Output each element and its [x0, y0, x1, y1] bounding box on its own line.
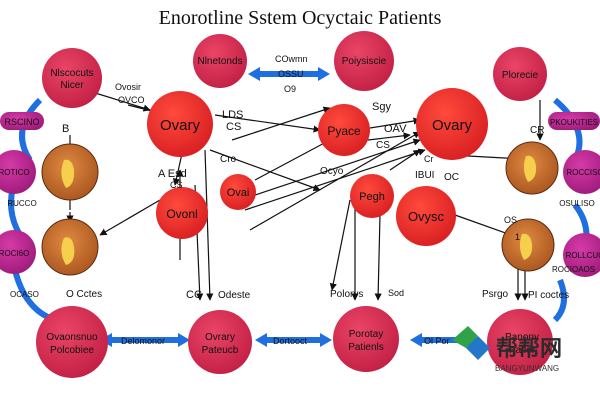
- svg-text:Ovai: Ovai: [227, 187, 250, 199]
- label-ocyo: Ocyo: [320, 166, 344, 177]
- blue-arrows: [100, 67, 480, 347]
- oval-left-node: Ovonl: [156, 187, 208, 239]
- svg-text:Ovrary: Ovrary: [205, 332, 235, 343]
- panony-node: Panony Patler: [487, 309, 553, 375]
- watermark: 帮帮网 BANGYUNWANG: [452, 326, 562, 373]
- svg-text:Patler: Patler: [509, 345, 536, 356]
- label-psrgo: Psrgo: [482, 289, 509, 300]
- svg-text:Pegh: Pegh: [359, 191, 385, 203]
- label-ovosir: Ovosir: [115, 82, 141, 92]
- polys-node: Poiysiscie: [334, 31, 394, 91]
- svg-text:Porotay: Porotay: [349, 329, 383, 340]
- label-ocaso: OCASO: [10, 290, 39, 299]
- ovary-bottom-node: Ovrary Pateucb: [188, 310, 252, 374]
- label-b: B: [62, 123, 69, 135]
- svg-text:Ovary: Ovary: [160, 117, 201, 134]
- label-cr-right: CR: [530, 125, 544, 136]
- porotay-node: Porotay Patienls: [333, 306, 399, 372]
- oval-mid-node: Ovai: [220, 174, 256, 210]
- label-a-esd: A Esd: [158, 168, 187, 180]
- blue-curves: [8, 97, 590, 323]
- watermark-cn-text: 帮帮网: [496, 336, 562, 362]
- pegh-node: Pegh: [350, 174, 394, 218]
- plorec-node: Plorecie: [493, 47, 547, 101]
- blue-arrow-bottom-mid: [255, 333, 332, 347]
- svg-text:Plorecie: Plorecie: [502, 70, 539, 81]
- small-labels: COwmn OSSU O9 Ovosir OVCO B LDS CS A Esd…: [10, 54, 595, 346]
- label-polorys: Polorys: [330, 289, 363, 300]
- svg-text:Ovary: Ovary: [432, 117, 473, 134]
- svg-text:Nicer: Nicer: [60, 80, 84, 91]
- label-o9: O9: [284, 84, 296, 94]
- label-os: OS: [504, 215, 517, 225]
- watermark-en-text: BANGYUNWANG: [495, 364, 559, 373]
- blue-arrow-bottom-right: [410, 333, 480, 347]
- label-ovco: OVCO: [118, 95, 145, 105]
- svg-text:Nlscocuts: Nlscocuts: [50, 68, 93, 79]
- blue-arrow-bottom-left: [100, 333, 190, 347]
- label-dortooct: Dortooct: [273, 336, 308, 346]
- blue-arrow-top: [248, 67, 330, 81]
- label-pi-coctes: PI coctes: [528, 290, 569, 301]
- label-cs-small: CS: [170, 180, 183, 190]
- diagram-title: Enorotline Sstem Ocyctaic Patients: [159, 7, 442, 29]
- label-sod: Sod: [388, 288, 404, 298]
- pill-right-top: PKOUKITIES: [550, 118, 598, 127]
- ovysc-node: Ovysc: [396, 186, 456, 246]
- pill-left-mid2: RUCCO: [7, 199, 36, 208]
- label-cs: CS: [226, 121, 241, 133]
- label-cr-left: Cr: [424, 154, 434, 164]
- ovar-bottom-left-node: Ovaonsnuo Polcobiee: [36, 306, 108, 378]
- svg-text:Pyace: Pyace: [327, 124, 361, 138]
- label-cc: CC: [186, 289, 202, 301]
- svg-text:Ovaonsnuo: Ovaonsnuo: [46, 332, 98, 343]
- label-odeste: Odeste: [218, 290, 251, 301]
- label-oav: OAV: [384, 123, 407, 135]
- label-oc: OC: [444, 172, 459, 183]
- pyace-node: Pyace: [318, 104, 370, 156]
- ovary-right-node: Ovary: [416, 88, 488, 160]
- label-cs-mid: CS: [376, 140, 390, 151]
- svg-text:Poiysiscie: Poiysiscie: [342, 56, 387, 67]
- label-rocioaos: ROCIOAOS: [552, 265, 595, 274]
- nlsc-node: Nlscocuts Nicer: [42, 48, 102, 108]
- svg-text:Ovysc: Ovysc: [408, 209, 445, 224]
- pill-right-mid2: OSULISO: [559, 199, 595, 208]
- svg-text:Polcobiee: Polcobiee: [50, 345, 94, 356]
- svg-text:Pateucb: Pateucb: [202, 345, 239, 356]
- label-cowmn: COwmn: [275, 54, 308, 64]
- pill-left-mid1: ROTICO: [0, 168, 30, 177]
- svg-text:Panony: Panony: [505, 332, 539, 343]
- label-sgy: Sgy: [372, 101, 391, 113]
- ntk-node: Nlnetonds: [193, 34, 247, 88]
- svg-text:Patienls: Patienls: [348, 342, 384, 353]
- label-one: 1: [515, 232, 520, 242]
- label-delomonor: Delomonor: [121, 336, 165, 346]
- label-lds: LDS: [222, 109, 243, 121]
- label-ibui: IBUI: [415, 170, 434, 181]
- svg-text:Nlnetonds: Nlnetonds: [197, 56, 242, 67]
- ovary-left-node: Ovary: [147, 91, 213, 157]
- side-pills: RSCINO ROTICO RUCCO ROCI6O PKOUKITIES RO…: [0, 112, 600, 277]
- label-o-cctes: O Cctes: [66, 289, 102, 300]
- label-cro: Cro: [220, 154, 237, 165]
- label-ol-por: Ol Por: [424, 336, 450, 346]
- pill-left-top: RSCINO: [4, 117, 39, 127]
- tissue-circles: [41, 141, 559, 276]
- pill-right-mid1: ROCCISO: [566, 168, 600, 177]
- svg-text:Ovonl: Ovonl: [166, 207, 197, 221]
- label-ossu: OSSU: [278, 69, 304, 79]
- pill-left-bot: ROCI6O: [0, 249, 29, 258]
